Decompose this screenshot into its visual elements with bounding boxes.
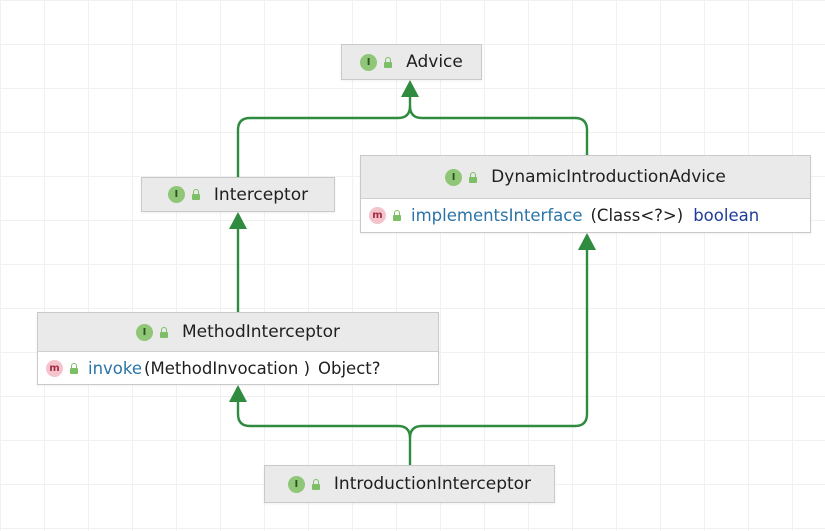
interface-icon: I bbox=[167, 186, 185, 203]
node-dynamic-introduction-advice[interactable]: I DynamicIntroductionAdvice m implements… bbox=[360, 155, 811, 233]
interface-icon: I bbox=[287, 475, 305, 493]
arrowhead-interceptor bbox=[229, 212, 247, 229]
arrowhead-dynamic bbox=[578, 233, 596, 250]
node-method-interceptor-header: I MethodInterceptor bbox=[38, 313, 438, 351]
method-row[interactable]: m implementsInterface (Class<?>) boolean bbox=[361, 198, 810, 232]
method-row[interactable]: m invoke (MethodInvocation ) Object? bbox=[38, 351, 438, 384]
edge-interceptor-to-advice bbox=[236, 95, 412, 178]
arrowhead-advice bbox=[401, 80, 419, 97]
edge-dynamic-to-advice bbox=[408, 105, 589, 155]
edge-introduction-to-dynamic bbox=[408, 248, 589, 439]
lock-icon bbox=[311, 478, 320, 490]
interface-icon: I bbox=[136, 323, 154, 341]
node-advice[interactable]: I Advice bbox=[341, 44, 482, 80]
interface-icon: I bbox=[445, 168, 463, 186]
node-interceptor-header: I Interceptor bbox=[142, 178, 334, 211]
lock-icon bbox=[191, 189, 200, 200]
method-icon: m bbox=[46, 359, 63, 377]
interface-icon: I bbox=[360, 53, 378, 71]
method-return-type: boolean bbox=[693, 206, 760, 225]
lock-icon bbox=[393, 210, 401, 221]
lock-icon bbox=[160, 326, 169, 338]
node-interceptor[interactable]: I Interceptor bbox=[141, 177, 335, 212]
method-params: (Class<?>) bbox=[590, 206, 684, 225]
node-introduction-interceptor-header: I IntroductionInterceptor bbox=[265, 466, 554, 502]
edge-introduction-to-methodinterceptor bbox=[236, 400, 412, 465]
node-title: Advice bbox=[406, 52, 463, 72]
lock-icon bbox=[469, 171, 478, 183]
node-introduction-interceptor[interactable]: I IntroductionInterceptor bbox=[264, 465, 555, 503]
node-title: MethodInterceptor bbox=[182, 322, 340, 342]
lock-icon bbox=[384, 56, 393, 68]
method-name: implementsInterface bbox=[411, 206, 583, 225]
node-dynamic-introduction-advice-header: I DynamicIntroductionAdvice bbox=[361, 156, 810, 198]
method-name: invoke bbox=[88, 358, 143, 378]
node-advice-header: I Advice bbox=[342, 45, 481, 79]
method-params: (MethodInvocation ) bbox=[144, 358, 311, 378]
node-title: Interceptor bbox=[213, 184, 309, 205]
node-method-interceptor[interactable]: I MethodInterceptor m invoke (MethodInvo… bbox=[37, 312, 439, 385]
method-icon: m bbox=[369, 207, 386, 224]
arrowhead-methodinterceptor bbox=[229, 385, 247, 402]
method-return-type: Object? bbox=[318, 358, 381, 378]
node-title: IntroductionInterceptor bbox=[333, 474, 532, 494]
node-title: DynamicIntroductionAdvice bbox=[491, 167, 726, 187]
lock-icon bbox=[70, 362, 78, 374]
